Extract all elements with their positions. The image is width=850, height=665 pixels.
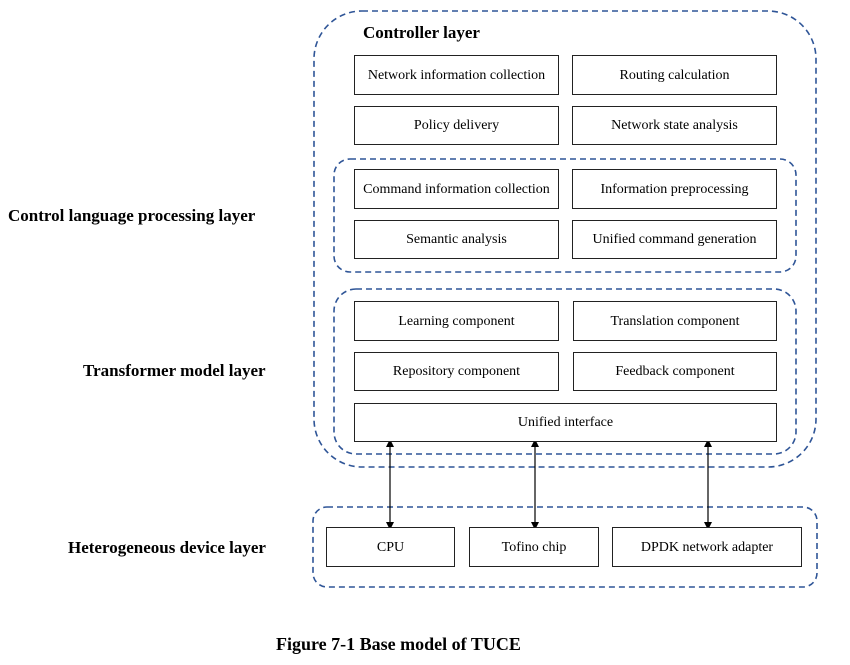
transformer-model-layer-label: Transformer model layer <box>83 361 266 380</box>
tofino-chip-box: Tofino chip <box>469 527 599 567</box>
translation-component-box: Translation component <box>573 301 777 341</box>
information-preprocessing-box: Information preprocessing <box>572 169 777 209</box>
control-language-layer-label: Control language processing layer <box>8 206 256 225</box>
control-language-container <box>333 158 797 273</box>
command-information-collection-box: Command information collection <box>354 169 559 209</box>
heterogeneous-device-layer-label: Heterogeneous device layer <box>68 538 266 557</box>
figure-caption: Figure 7-1 Base model of TUCE <box>276 634 521 654</box>
routing-calculation-box: Routing calculation <box>572 55 777 95</box>
repository-component-box: Repository component <box>354 352 559 391</box>
semantic-analysis-box: Semantic analysis <box>354 220 559 259</box>
network-information-collection-box: Network information collection <box>354 55 559 95</box>
cpu-box: CPU <box>326 527 455 567</box>
controller-layer-container <box>313 10 817 468</box>
feedback-component-box: Feedback component <box>573 352 777 391</box>
learning-component-box: Learning component <box>354 301 559 341</box>
unified-command-generation-box: Unified command generation <box>572 220 777 259</box>
controller-layer-title: Controller layer <box>363 23 480 42</box>
network-state-analysis-box: Network state analysis <box>572 106 777 145</box>
dpdk-network-adapter-box: DPDK network adapter <box>612 527 802 567</box>
heterogeneous-device-container <box>312 506 818 588</box>
unified-interface-box: Unified interface <box>354 403 777 442</box>
policy-delivery-box: Policy delivery <box>354 106 559 145</box>
transformer-model-container <box>333 288 797 455</box>
